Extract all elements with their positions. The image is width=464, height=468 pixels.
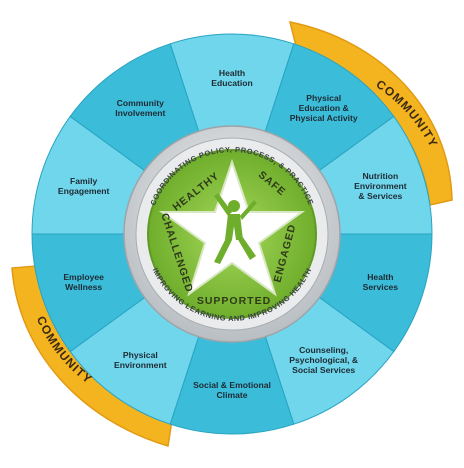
core-word-supported: SUPPORTED	[197, 295, 271, 307]
segment-label-line: Services	[363, 282, 399, 292]
segment-label-4: Counseling,Psychological, &Social Servic…	[289, 345, 358, 375]
segment-label-line: Engagement	[58, 186, 110, 196]
segment-label-line: Environment	[114, 360, 167, 370]
segment-label-line: Nutrition	[362, 171, 398, 181]
segment-label-line: Physical	[123, 350, 158, 360]
segment-label-line: Climate	[216, 390, 247, 400]
segment-label-line: & Services	[358, 191, 402, 201]
segment-label-line: Health	[367, 272, 393, 282]
segment-label-line: Environment	[354, 181, 407, 191]
segment-label-line: Physical Activity	[290, 113, 358, 123]
segment-label-line: Counseling,	[299, 345, 348, 355]
segment-label-line: Physical	[306, 93, 341, 103]
segment-label-line: Wellness	[65, 282, 102, 292]
segment-label-line: Family	[70, 176, 97, 186]
segment-label-line: Social Services	[292, 365, 355, 375]
segment-label-line: Health	[219, 68, 245, 78]
segment-label-line: Psychological, &	[289, 355, 358, 365]
segment-label-line: Social & Emotional	[193, 380, 271, 390]
segment-label-line: Involvement	[115, 108, 165, 118]
segment-label-line: Community	[117, 98, 164, 108]
segment-label-line: Education	[211, 78, 253, 88]
jumping-child-icon	[214, 193, 257, 264]
segment-label-line: Employee	[63, 272, 104, 282]
segment-label-line: Education &	[299, 103, 349, 113]
